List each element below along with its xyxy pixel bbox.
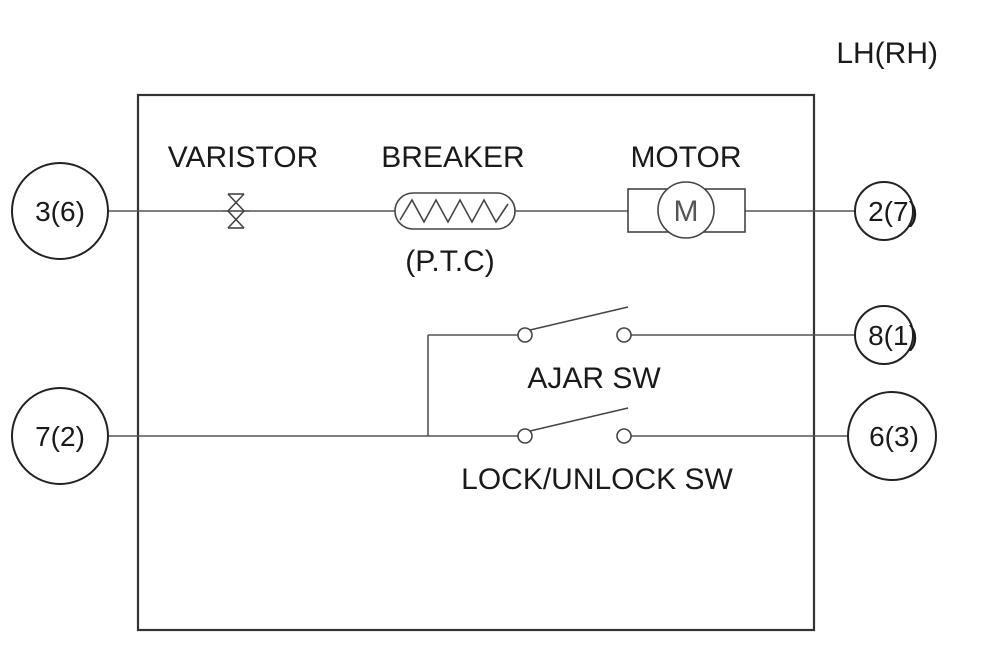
terminal-right-ajar: 8(1) [854,305,918,365]
varistor-symbol [222,193,250,229]
terminal-left-top: 3(6) [11,162,109,260]
terminal-right-motor-label: 2(7) [868,196,918,227]
actuator-housing-outline [136,93,816,632]
terminal-left-bottom-label: 7(2) [35,421,85,452]
side-label: LH(RH) [836,37,938,70]
ajar-switch-label: AJAR SW [527,362,661,395]
terminal-right-lock: 6(3) [847,391,937,481]
breaker-sublabel: (P.T.C) [405,245,494,278]
breaker-ptc-symbol [394,192,516,230]
terminal-left-top-label: 3(6) [35,196,85,227]
motor-m-letter: M [674,195,699,228]
lock-unlock-switch-symbol [517,407,632,444]
terminal-right-lock-label: 6(3) [869,421,919,452]
motor-symbol [627,181,746,239]
terminal-right-motor: 2(7) [854,181,918,241]
switch-circuit-wires [108,334,855,437]
terminal-right-ajar-label: 8(1) [868,320,918,351]
terminal-left-bottom: 7(2) [11,387,109,485]
breaker-label: BREAKER [381,141,524,174]
varistor-label: VARISTOR [168,141,319,174]
motor-label: MOTOR [630,141,741,174]
lock-unlock-switch-label: LOCK/UNLOCK SW [461,463,733,496]
ajar-switch-symbol [517,306,632,343]
